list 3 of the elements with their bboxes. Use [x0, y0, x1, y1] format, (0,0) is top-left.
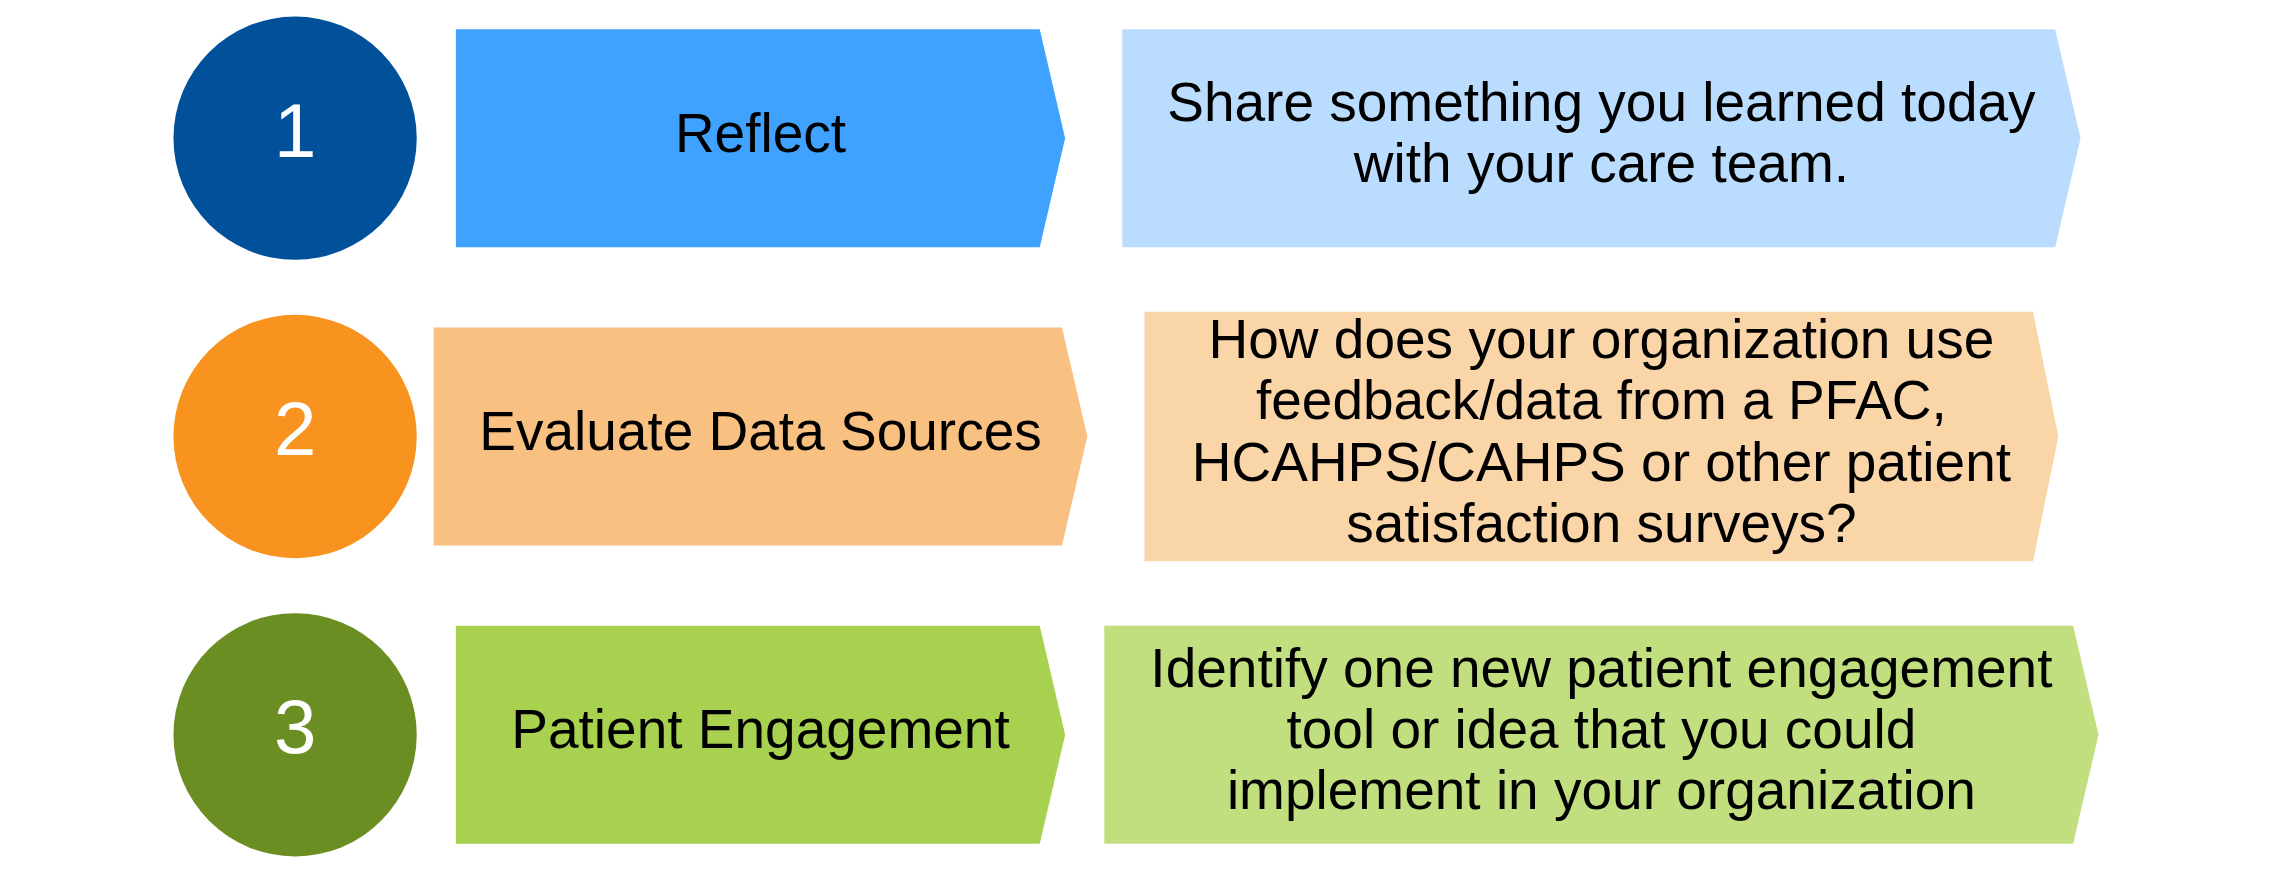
- node-circle: 1: [173, 16, 417, 260]
- node-circle: 2: [173, 314, 417, 559]
- node-circle: 3: [173, 613, 417, 857]
